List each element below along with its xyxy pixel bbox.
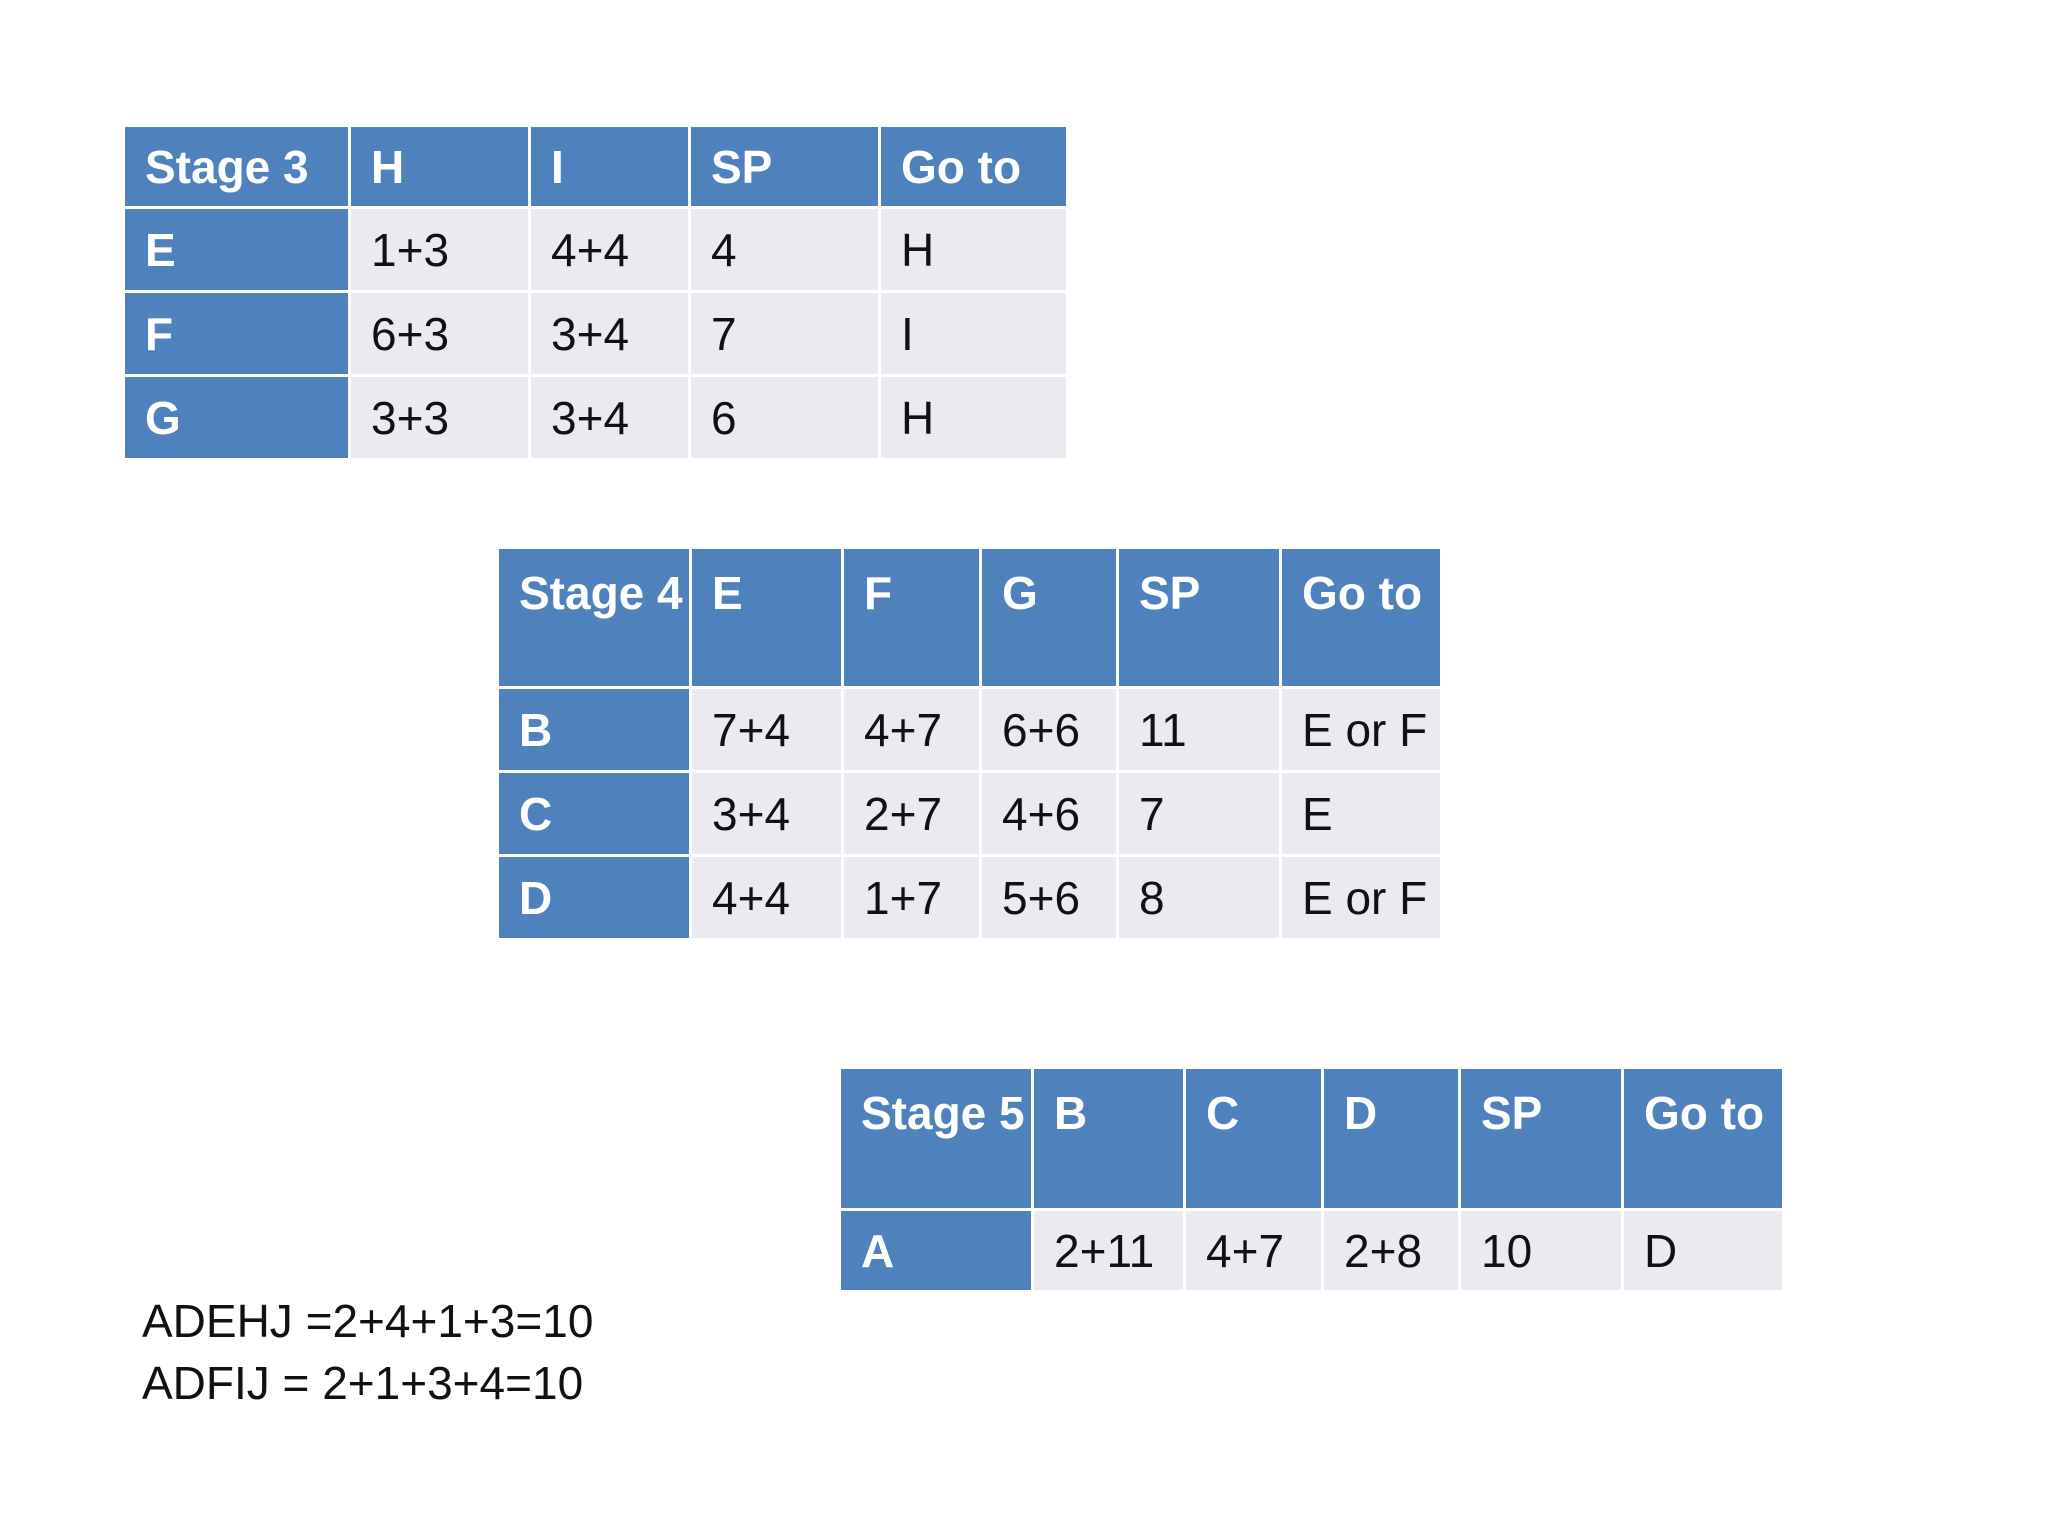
table-cell: 1+3 [348,206,531,293]
stage-3-table: Stage 3 H I SP Go to E 1+3 4+4 4 H F 6+3… [122,124,1069,461]
table-cell: 7 [1116,770,1282,857]
column-header: Go to [1621,1066,1785,1211]
column-header: D [1321,1066,1461,1211]
table-header-row: Stage 4 E F G SP Go to [496,546,1443,689]
row-label: D [496,854,692,941]
column-header: SP [1116,546,1282,689]
table-cell: 4+7 [841,686,982,773]
path-summary-line: ADFIJ = 2+1+3+4=10 [142,1357,584,1409]
row-label: G [122,374,351,461]
column-header: Go to [878,124,1069,209]
table-row: C 3+4 2+7 4+6 7 E [496,770,1443,857]
path-summary: ADEHJ =2+4+1+3=10 ADFIJ = 2+1+3+4=10 [142,1290,593,1414]
column-header: Go to [1279,546,1443,689]
stage-header-cell: Stage 4 [496,546,692,689]
table-cell: 2+8 [1321,1208,1461,1293]
stage-5-table: Stage 5 B C D SP Go to A 2+11 4+7 2+8 10… [838,1066,1785,1293]
table-cell: 11 [1116,686,1282,773]
table-cell: H [878,206,1069,293]
table-header-row: Stage 3 H I SP Go to [122,124,1069,209]
column-header: SP [1458,1066,1624,1211]
table-row: D 4+4 1+7 5+6 8 E or F [496,854,1443,941]
table-cell: I [878,290,1069,377]
table-cell: E or F [1279,854,1443,941]
table-row: F 6+3 3+4 7 I [122,290,1069,377]
table-cell: 1+7 [841,854,982,941]
table-cell: E or F [1279,686,1443,773]
table-cell: 7+4 [689,686,844,773]
row-label: F [122,290,351,377]
path-summary-line: ADEHJ =2+4+1+3=10 [142,1295,594,1347]
row-label: A [838,1208,1034,1293]
table-header-row: Stage 5 B C D SP Go to [838,1066,1785,1211]
table-cell: 7 [688,290,881,377]
table-cell: 3+4 [689,770,844,857]
table-cell: 2+11 [1031,1208,1186,1293]
table-cell: 4+4 [528,206,691,293]
row-label: C [496,770,692,857]
table-row: A 2+11 4+7 2+8 10 D [838,1208,1785,1293]
column-header: H [348,124,531,209]
stage-header-cell: Stage 3 [122,124,351,209]
column-header: C [1183,1066,1324,1211]
column-header: F [841,546,982,689]
column-header: G [979,546,1119,689]
table-cell: 10 [1458,1208,1624,1293]
row-label: E [122,206,351,293]
stage-header-cell: Stage 5 [838,1066,1034,1211]
table-cell: 4 [688,206,881,293]
table-row: G 3+3 3+4 6 H [122,374,1069,461]
row-label: B [496,686,692,773]
table-cell: H [878,374,1069,461]
table-row: E 1+3 4+4 4 H [122,206,1069,293]
table-cell: 4+4 [689,854,844,941]
table-cell: 3+4 [528,374,691,461]
table-cell: 2+7 [841,770,982,857]
table-cell: 3+3 [348,374,531,461]
table-cell: 4+6 [979,770,1119,857]
stage-4-table: Stage 4 E F G SP Go to B 7+4 4+7 6+6 11 … [496,546,1443,941]
table-cell: D [1621,1208,1785,1293]
column-header: E [689,546,844,689]
table-cell: 5+6 [979,854,1119,941]
table-cell: 6+3 [348,290,531,377]
table-cell: 8 [1116,854,1282,941]
column-header: SP [688,124,881,209]
table-cell: 4+7 [1183,1208,1324,1293]
column-header: B [1031,1066,1186,1211]
table-cell: 3+4 [528,290,691,377]
table-cell: 6+6 [979,686,1119,773]
table-row: B 7+4 4+7 6+6 11 E or F [496,686,1443,773]
table-cell: 6 [688,374,881,461]
table-cell: E [1279,770,1443,857]
column-header: I [528,124,691,209]
